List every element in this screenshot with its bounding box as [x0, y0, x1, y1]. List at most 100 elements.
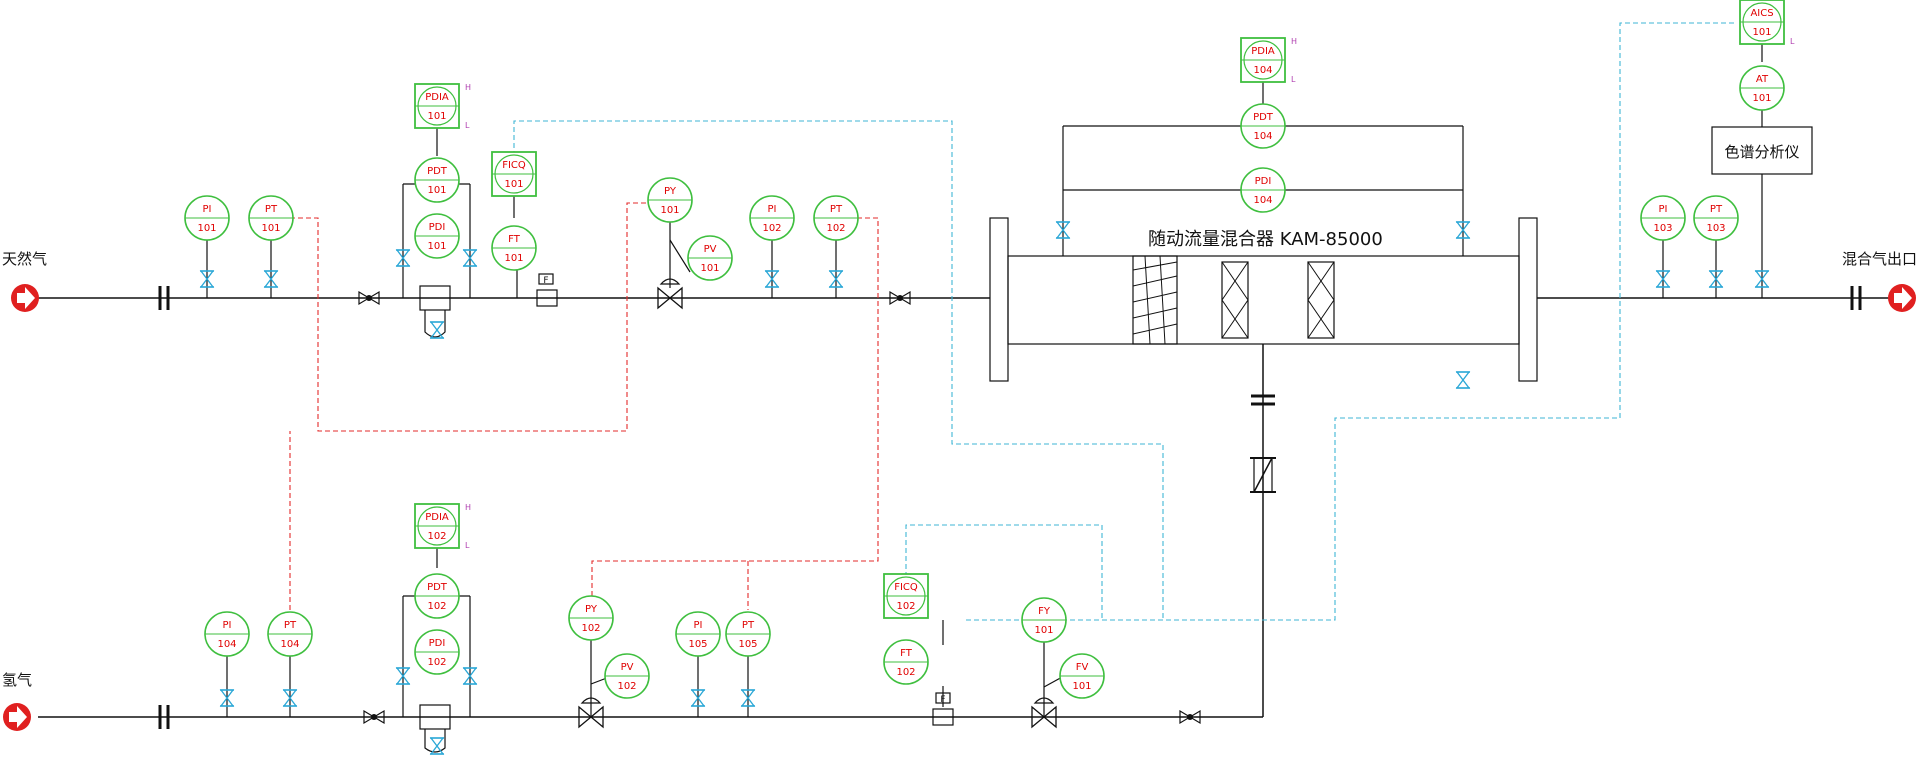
- instrument-ficq102: FICQ 102: [883, 573, 929, 619]
- instrument-number-at101: 101: [1752, 93, 1771, 104]
- isolation-valve: [1455, 371, 1471, 389]
- instrument-tag-ficq101: FICQ: [502, 160, 526, 171]
- alarm-high-mark: H: [465, 83, 471, 92]
- alarm-low-mark: L: [465, 541, 470, 550]
- isolation-valve: [395, 249, 411, 267]
- instrument-tag-pt104: PT: [284, 620, 297, 631]
- instrument-tag-pt105: PT: [742, 620, 755, 631]
- instrument-number-pdi102: 102: [427, 657, 446, 668]
- instrument-number-pdia104: 104: [1253, 65, 1272, 76]
- isolation-valve: [219, 689, 235, 707]
- instrument-number-pi105: 105: [688, 639, 707, 650]
- signal-lines: [289, 22, 1737, 621]
- instrument-number-pdi101: 101: [427, 241, 446, 252]
- instrument-pv101: PV 101: [687, 235, 733, 281]
- alarm-low-mark: L: [1790, 37, 1795, 46]
- instrument-number-pt105: 105: [738, 639, 757, 650]
- instrument-tag-py101: PY: [664, 186, 677, 197]
- isolation-valve: [429, 737, 445, 755]
- instrument-layer: PI101PT101PDIA101HLPDT101PDI101FICQ101FT…: [184, 0, 1795, 699]
- flowmeter-ft102: F: [932, 692, 954, 726]
- mixer-title: 随动流量混合器 KAM-85000: [1148, 229, 1383, 250]
- instrument-pt105: PT 105: [725, 611, 771, 657]
- alarm-high-mark: H: [1291, 37, 1297, 46]
- instrument-number-pdt102: 102: [427, 601, 446, 612]
- isolation-valve: [1055, 221, 1071, 239]
- instrument-tag-pt102: PT: [830, 204, 843, 215]
- flow-symbol: F: [543, 276, 548, 286]
- instrument-pi103: PI 103: [1640, 195, 1686, 241]
- isolation-valve: [395, 667, 411, 685]
- mixed-gas-outlet: 混合气出口: [1842, 250, 1917, 312]
- instrument-number-ficq102: 102: [896, 601, 915, 612]
- flow-symbol: F: [940, 695, 945, 705]
- instrument-tag-pdia102: PDIA: [425, 512, 449, 523]
- alarm-high-mark: H: [465, 503, 471, 512]
- instrument-tag-pi105: PI: [694, 620, 703, 631]
- instrument-tag-pi103: PI: [1659, 204, 1668, 215]
- instrument-tag-pdt101: PDT: [427, 166, 448, 177]
- isolation-valve: [764, 270, 780, 288]
- instrument-tag-pi102: PI: [768, 204, 777, 215]
- instrument-tag-fy101: FY: [1038, 606, 1051, 617]
- instrument-tag-at101: AT: [1756, 74, 1769, 85]
- instrument-number-pt101: 101: [261, 223, 280, 234]
- instrument-number-pi101: 101: [197, 223, 216, 234]
- isolation-valve: [199, 270, 215, 288]
- analyzer-label: 色谱分析仪: [1724, 143, 1799, 161]
- isolation-valve: [1754, 270, 1770, 288]
- analyzer-box: 色谱分析仪: [1711, 40, 1813, 298]
- flowmeter-ft101: F: [536, 273, 558, 307]
- instrument-number-pdia101: 101: [427, 111, 446, 122]
- instrument-number-pi103: 103: [1653, 223, 1672, 234]
- instrument-number-ficq101: 101: [504, 179, 523, 190]
- instrument-tag-pdt102: PDT: [427, 582, 448, 593]
- instrument-pt103: PT 103: [1693, 195, 1739, 241]
- instrument-number-pdi104: 104: [1253, 195, 1272, 206]
- instrument-tag-pdi102: PDI: [429, 638, 446, 649]
- control-valve-pv101: [657, 278, 683, 310]
- instrument-tag-pt103: PT: [1710, 204, 1723, 215]
- instrument-pi105: PI 105: [675, 611, 721, 657]
- instrument-tag-py102: PY: [585, 604, 598, 615]
- instrument-number-pdt104: 104: [1253, 131, 1272, 142]
- instrument-tag-pdia101: PDIA: [425, 92, 449, 103]
- isolation-valve: [282, 689, 298, 707]
- instrument-tag-pi104: PI: [223, 620, 232, 631]
- instrument-fy101: FY 101: [1021, 597, 1067, 643]
- isolation-valve: [740, 689, 756, 707]
- check-valve: [1250, 457, 1276, 493]
- valve-body: [1455, 371, 1471, 389]
- instrument-ficq101: FICQ 101: [491, 151, 537, 197]
- instrument-number-pt103: 103: [1706, 223, 1725, 234]
- flange-pairs: [158, 286, 1862, 729]
- instrument-number-pv101: 101: [700, 263, 719, 274]
- isolation-valve: [690, 689, 706, 707]
- instrument-at101: AT 101: [1739, 65, 1785, 111]
- instrument-pdt102: PDT 102: [414, 573, 460, 619]
- instrument-number-pdia102: 102: [427, 531, 446, 542]
- instrument-tag-ficq102: FICQ: [894, 582, 918, 593]
- instrument-number-ft102: 102: [896, 667, 915, 678]
- instrument-tag-pv101: PV: [704, 244, 717, 255]
- instrument-pdi102: PDI 102: [414, 629, 460, 675]
- valve-body: [429, 321, 445, 339]
- isolation-valve: [1708, 270, 1724, 288]
- instrument-number-fy101: 101: [1034, 625, 1053, 636]
- instrument-tag-pdi101: PDI: [429, 222, 446, 233]
